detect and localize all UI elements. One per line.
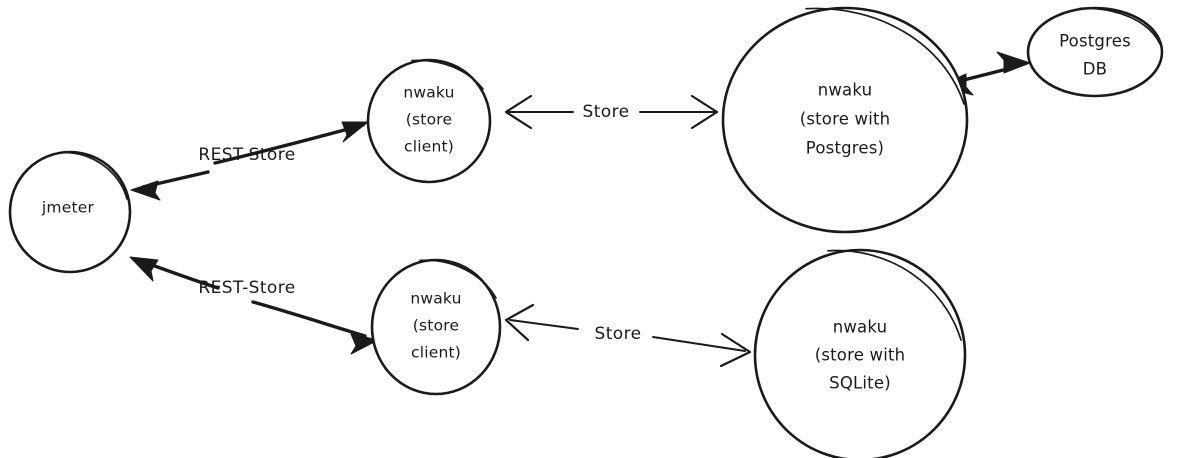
node-postgres-db-label-line-2: DB — [1083, 60, 1107, 79]
node-nwaku-sqlite[interactable]: nwaku (store with SQLite) — [753, 248, 967, 458]
node-nwaku-postgres-label-line-3: Postgres) — [806, 139, 884, 158]
node-store-client-top-label-line-1: nwaku — [403, 84, 454, 102]
node-store-client-top-shape — [366, 58, 492, 184]
node-nwaku-postgres[interactable]: nwaku (store with Postgres) — [721, 6, 969, 234]
node-jmeter-label-line-1: jmeter — [41, 199, 95, 217]
node-nwaku-postgres-label-line-1: nwaku — [818, 81, 873, 100]
edge-jmeter-to-store-client-top[interactable]: REST-Store — [130, 121, 369, 201]
node-store-client-bottom[interactable]: nwaku (store client) — [370, 258, 502, 396]
edge-jmeter-to-store-client-bottom[interactable]: REST-Store — [129, 256, 379, 355]
edge-label-rest-store-bottom: REST-Store — [198, 278, 295, 298]
node-store-client-bottom-sketch-overstroke — [419, 259, 497, 299]
node-store-client-top-sketch-overstroke — [411, 59, 484, 90]
node-store-client-top-label-line-3: client) — [404, 138, 454, 156]
edge-store-client-bottom-to-nwaku-sqlite[interactable]: Store — [504, 303, 752, 368]
node-nwaku-sqlite-sketch-overstroke — [827, 249, 962, 341]
node-nwaku-postgres-sketch-overstroke — [805, 7, 965, 105]
node-postgres-db-sketch-overstroke — [1079, 7, 1161, 45]
arrow-head-open-toward-nwaku-postgres — [690, 94, 719, 130]
arrow-head-into-store-client-bottom — [350, 333, 379, 355]
node-store-client-bottom-label-line-3: client) — [411, 344, 461, 362]
edge-line-store-bottom-left-seg — [509, 319, 579, 330]
node-postgres-db-label-line-1: Postgres — [1059, 32, 1131, 51]
node-nwaku-postgres-label-line-2: (store with — [800, 110, 891, 129]
node-nwaku-postgres-shape — [721, 6, 969, 234]
arrow-head-into-jmeter-top — [130, 180, 161, 201]
arrow-head-open-toward-nwaku-sqlite — [719, 332, 752, 368]
node-postgres-db[interactable]: Postgres DB — [1026, 6, 1164, 98]
node-nwaku-sqlite-label-line-2: (store with — [815, 346, 906, 365]
edge-line-rest-store-bottom-left — [150, 263, 220, 290]
node-postgres-db-shape — [1026, 6, 1164, 98]
node-jmeter-sketch-overstroke — [60, 151, 128, 200]
edge-label-store-top: Store — [583, 102, 630, 122]
edge-store-client-top-to-nwaku-postgres[interactable]: Store — [504, 94, 719, 130]
edge-label-rest-store-top: REST-Store — [198, 145, 295, 165]
arrow-head-into-jmeter-bottom — [129, 256, 159, 282]
node-nwaku-sqlite-label-line-3: SQLite) — [829, 374, 891, 393]
node-store-client-top[interactable]: nwaku (store client) — [366, 58, 492, 184]
arrow-head-open-toward-store-client-top — [504, 94, 533, 130]
edge-label-store-bottom: Store — [595, 324, 642, 344]
arrow-head-into-postgres-db — [996, 51, 1031, 74]
arrow-head-open-toward-store-client-bottom — [504, 303, 535, 342]
node-nwaku-sqlite-shape — [753, 248, 967, 458]
node-store-client-top-label-line-2: (store — [406, 111, 452, 129]
edge-line-rest-store-bottom-right — [251, 300, 367, 338]
arrow-head-into-store-client-top — [341, 121, 369, 143]
node-store-client-bottom-label-line-1: nwaku — [410, 290, 461, 308]
edge-line-store-bottom-right-seg — [652, 336, 746, 352]
node-nwaku-sqlite-label-line-1: nwaku — [833, 318, 888, 337]
node-store-client-bottom-label-line-2: (store — [413, 317, 459, 335]
node-jmeter[interactable]: jmeter — [8, 150, 132, 274]
